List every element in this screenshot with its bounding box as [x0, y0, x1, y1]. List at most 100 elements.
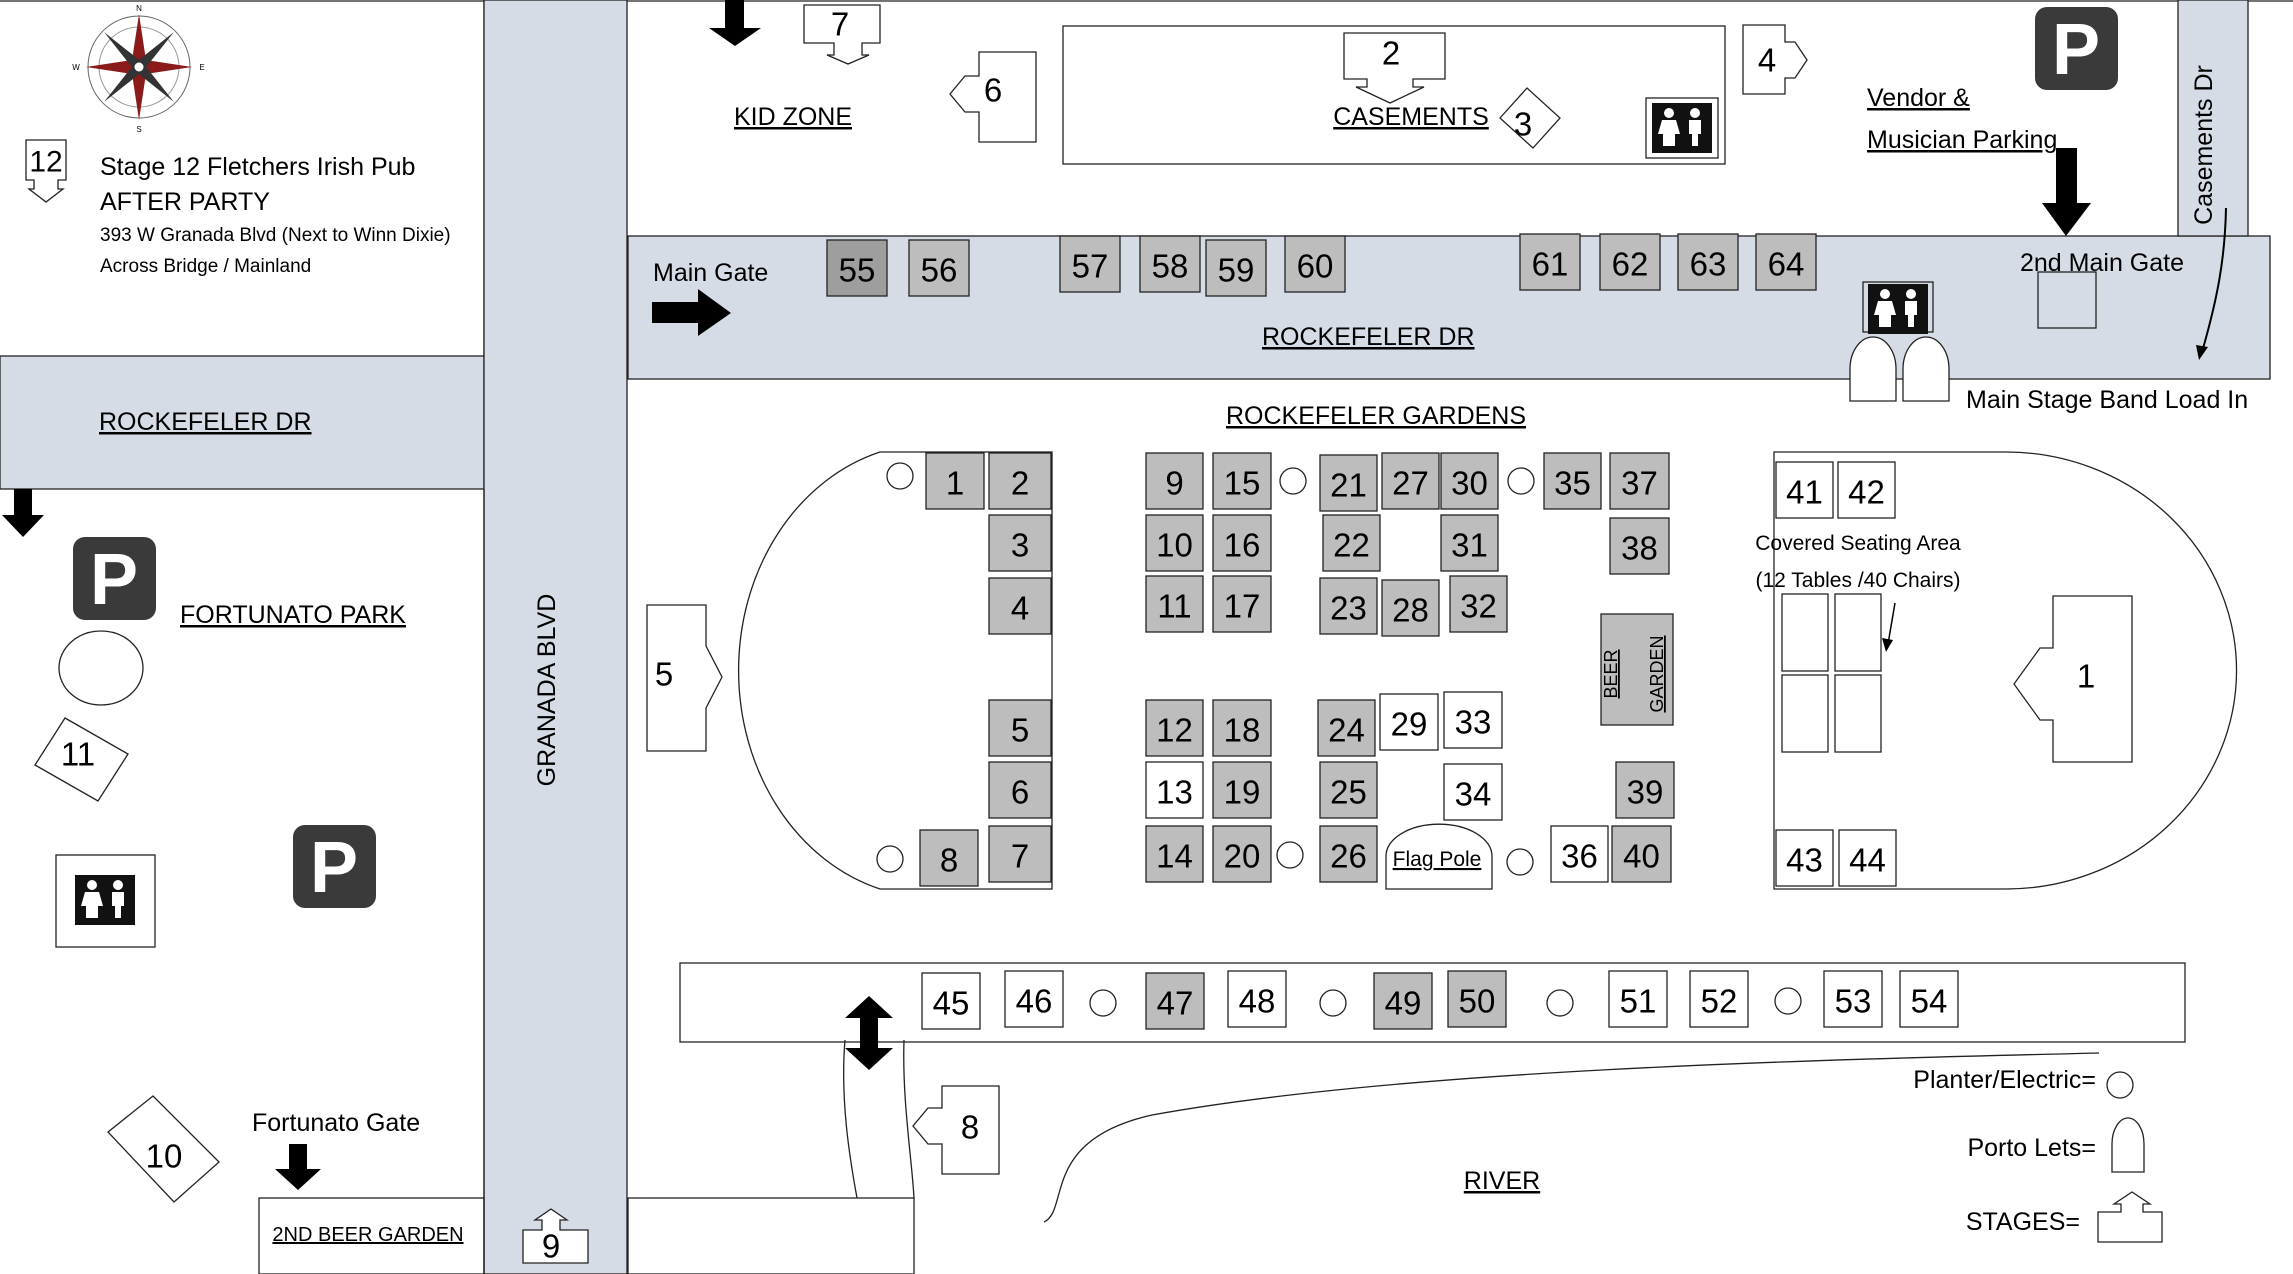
road-label-granada: GRANADA BLVD [533, 594, 561, 787]
stage-8: 8 [912, 1085, 1000, 1175]
booth-box [1823, 970, 1883, 1028]
booth-3: 3 [988, 514, 1052, 572]
booth-box [1145, 825, 1204, 883]
covered-seating-line2: (12 Tables /40 Chairs) [1755, 569, 1960, 592]
booth-number: 14 [1156, 838, 1193, 875]
booth-box [908, 239, 970, 297]
booth-number: 5 [1011, 712, 1029, 749]
area-casements: CASEMENTS [1333, 103, 1489, 131]
booth-number: 8 [940, 842, 958, 879]
booth-box [988, 514, 1052, 572]
booth-number: 30 [1451, 465, 1488, 502]
booth-46: 46 [1004, 970, 1064, 1028]
booth-57: 57 [1059, 235, 1121, 293]
second-gate-box [2037, 271, 2097, 329]
stage-1: 1 [2013, 595, 2133, 763]
booth-box [1440, 514, 1499, 572]
booth-box [1145, 972, 1205, 1030]
down-arrow-icon [275, 1144, 321, 1190]
booth-number: 47 [1157, 985, 1194, 1022]
booth-number: 21 [1330, 467, 1367, 504]
booth-62: 62 [1599, 233, 1661, 291]
booth-number: 44 [1849, 842, 1886, 879]
booth-43: 43 [1775, 829, 1834, 887]
booth-20: 20 [1212, 825, 1272, 883]
booth-box [1543, 452, 1602, 510]
booth-number: 29 [1391, 706, 1428, 743]
booth-box [1317, 699, 1376, 757]
booth-box [988, 699, 1052, 757]
booth-47: 47 [1145, 972, 1205, 1030]
booth-box [1837, 461, 1896, 519]
booth-45: 45 [921, 972, 981, 1030]
gate-main: Main Gate [653, 259, 768, 287]
booth-box [1449, 575, 1508, 633]
area-kid-zone: KID ZONE [734, 103, 852, 131]
booth-number: 64 [1768, 246, 1805, 283]
booth-number: 59 [1218, 252, 1255, 289]
booth-box [921, 972, 981, 1030]
booth-box [1611, 825, 1672, 883]
updown-arrow-icon [845, 996, 893, 1070]
porto-let-icon [2111, 1117, 2145, 1173]
booth-box [1319, 761, 1378, 819]
booth-42: 42 [1837, 461, 1896, 519]
svg-text:11: 11 [61, 736, 95, 773]
booth-number: 57 [1072, 248, 1109, 285]
booth-number: 25 [1330, 774, 1367, 811]
road-casements [2177, 0, 2249, 237]
booth-number: 6 [1011, 774, 1029, 811]
booth-14: 14 [1145, 825, 1204, 883]
stage-4: 4 [1742, 24, 1808, 95]
fortunato-circle [58, 630, 144, 706]
booth-box [988, 825, 1052, 883]
legend-porto-label: Porto Lets= [1967, 1134, 2096, 1162]
booth-box [1145, 761, 1204, 819]
booth-number: 58 [1152, 248, 1189, 285]
stage-legend-icon [2097, 1191, 2163, 1243]
booth-box [1284, 235, 1346, 293]
svg-text:P: P [310, 828, 358, 908]
stage-9: 9 [522, 1208, 589, 1265]
booth-25: 25 [1319, 761, 1378, 819]
booth-number: 10 [1156, 527, 1193, 564]
river-bank [1043, 1052, 2100, 1223]
booth-box [1145, 699, 1204, 757]
planter-icon [1546, 989, 1574, 1017]
booth-number: 55 [839, 252, 876, 289]
gate-load-in: Main Stage Band Load In [1966, 386, 2248, 414]
booth-box [826, 239, 888, 297]
booth-number: 42 [1848, 474, 1885, 511]
road-label-rockefeller-main: ROCKEFELER DR [1262, 323, 1475, 351]
legend-planter-label: Planter/Electric= [1913, 1066, 2096, 1094]
booth-41: 41 [1775, 461, 1834, 519]
booth-box [1519, 233, 1581, 291]
booth-61: 61 [1519, 233, 1581, 291]
booth-box [1227, 970, 1287, 1028]
flag-pole-label: Flag Pole [1393, 848, 1482, 871]
bridge-right [903, 1039, 915, 1199]
bridge-left [843, 1039, 858, 1199]
booth-4: 4 [988, 577, 1052, 635]
booth-33: 33 [1443, 691, 1503, 749]
seating-table [1781, 674, 1829, 753]
booth-box [1599, 233, 1661, 291]
seating-table [1781, 593, 1829, 672]
booth-number: 23 [1330, 590, 1367, 627]
booth-36: 36 [1550, 825, 1609, 883]
booth-number: 20 [1224, 838, 1261, 875]
planter-icon [1089, 989, 1117, 1017]
booth-number: 34 [1455, 776, 1492, 813]
booth-53: 53 [1823, 970, 1883, 1028]
parking-icon: P [73, 537, 156, 620]
booth-number: 49 [1385, 985, 1422, 1022]
restroom-icon [1868, 284, 1928, 334]
stage-7: 7 [803, 4, 881, 65]
booth-number: 3 [1011, 527, 1029, 564]
road-granada [483, 0, 628, 1274]
booth-number: 43 [1786, 842, 1823, 879]
booth-30: 30 [1440, 452, 1499, 510]
booth-18: 18 [1212, 699, 1272, 757]
booth-number: 35 [1554, 465, 1591, 502]
booth-21: 21 [1319, 454, 1378, 512]
